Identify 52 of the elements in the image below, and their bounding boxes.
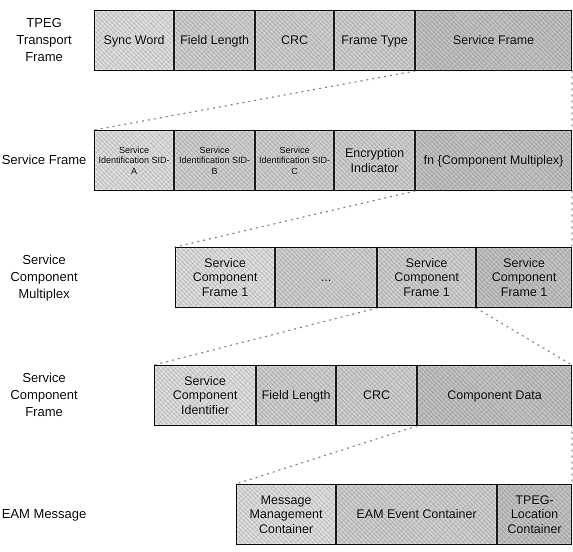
expansion-line bbox=[93, 70, 416, 131]
field-label: TPEG-Location Container bbox=[506, 492, 563, 536]
row-label: TPEG Transport Frame bbox=[15, 14, 73, 66]
row-label: Service Frame bbox=[0, 151, 88, 170]
field-cell bbox=[255, 10, 334, 71]
field-cell bbox=[94, 130, 174, 191]
field-label: Encryption Indicator bbox=[344, 146, 406, 175]
field-cell bbox=[334, 10, 415, 71]
expansion-line bbox=[153, 307, 378, 366]
field-label: Service Frame bbox=[452, 33, 534, 48]
field-cell bbox=[175, 247, 275, 308]
field-label: Service Component Frame 1 bbox=[393, 256, 460, 300]
field-label: Service Component Frame 1 bbox=[490, 256, 558, 300]
field-cell bbox=[336, 484, 497, 545]
field-label: CRC bbox=[280, 33, 308, 48]
field-label: Message Management Container bbox=[248, 492, 324, 536]
field-cell bbox=[336, 365, 417, 426]
field-cell bbox=[417, 365, 572, 426]
field-label: Sync Word bbox=[104, 33, 164, 48]
field-cell bbox=[154, 365, 256, 426]
field-cell bbox=[377, 247, 476, 308]
field-label: EAM Event Container bbox=[356, 507, 477, 522]
field-cell bbox=[94, 10, 174, 71]
field-cell bbox=[415, 130, 572, 191]
field-label: ... bbox=[320, 270, 332, 285]
field-cell bbox=[256, 365, 336, 426]
expansion-line bbox=[174, 190, 416, 248]
field-cell bbox=[174, 130, 255, 191]
field-cell bbox=[255, 130, 334, 191]
field-label: Service Component Identifier bbox=[172, 374, 238, 418]
field-label: Field Length bbox=[262, 388, 330, 403]
field-cell bbox=[236, 484, 336, 545]
row-label: Service Component Frame bbox=[9, 369, 79, 421]
field-cell bbox=[476, 247, 572, 308]
row-label: Service Component Multiplex bbox=[9, 251, 79, 303]
field-label: Service Identification SID-A bbox=[97, 144, 171, 176]
field-label: Service Identification SID-C bbox=[258, 144, 331, 176]
field-label: CRC bbox=[362, 388, 390, 403]
expansion-line bbox=[475, 307, 573, 366]
row-label: EAM Message bbox=[0, 505, 88, 524]
field-label: Service Component Frame 1 bbox=[192, 256, 258, 300]
field-cell bbox=[334, 130, 415, 191]
field-label: fn {Component Multiplex} bbox=[424, 153, 564, 168]
expansion-line bbox=[571, 190, 573, 248]
field-label: Frame Type bbox=[341, 33, 408, 48]
field-label: Service Identification SID-B bbox=[178, 144, 252, 176]
field-cell bbox=[497, 484, 572, 545]
field-cell bbox=[415, 10, 572, 71]
field-cell bbox=[174, 10, 255, 71]
field-cell bbox=[275, 247, 377, 308]
field-label: Field Length bbox=[180, 33, 249, 48]
field-label: Component Data bbox=[447, 388, 542, 403]
